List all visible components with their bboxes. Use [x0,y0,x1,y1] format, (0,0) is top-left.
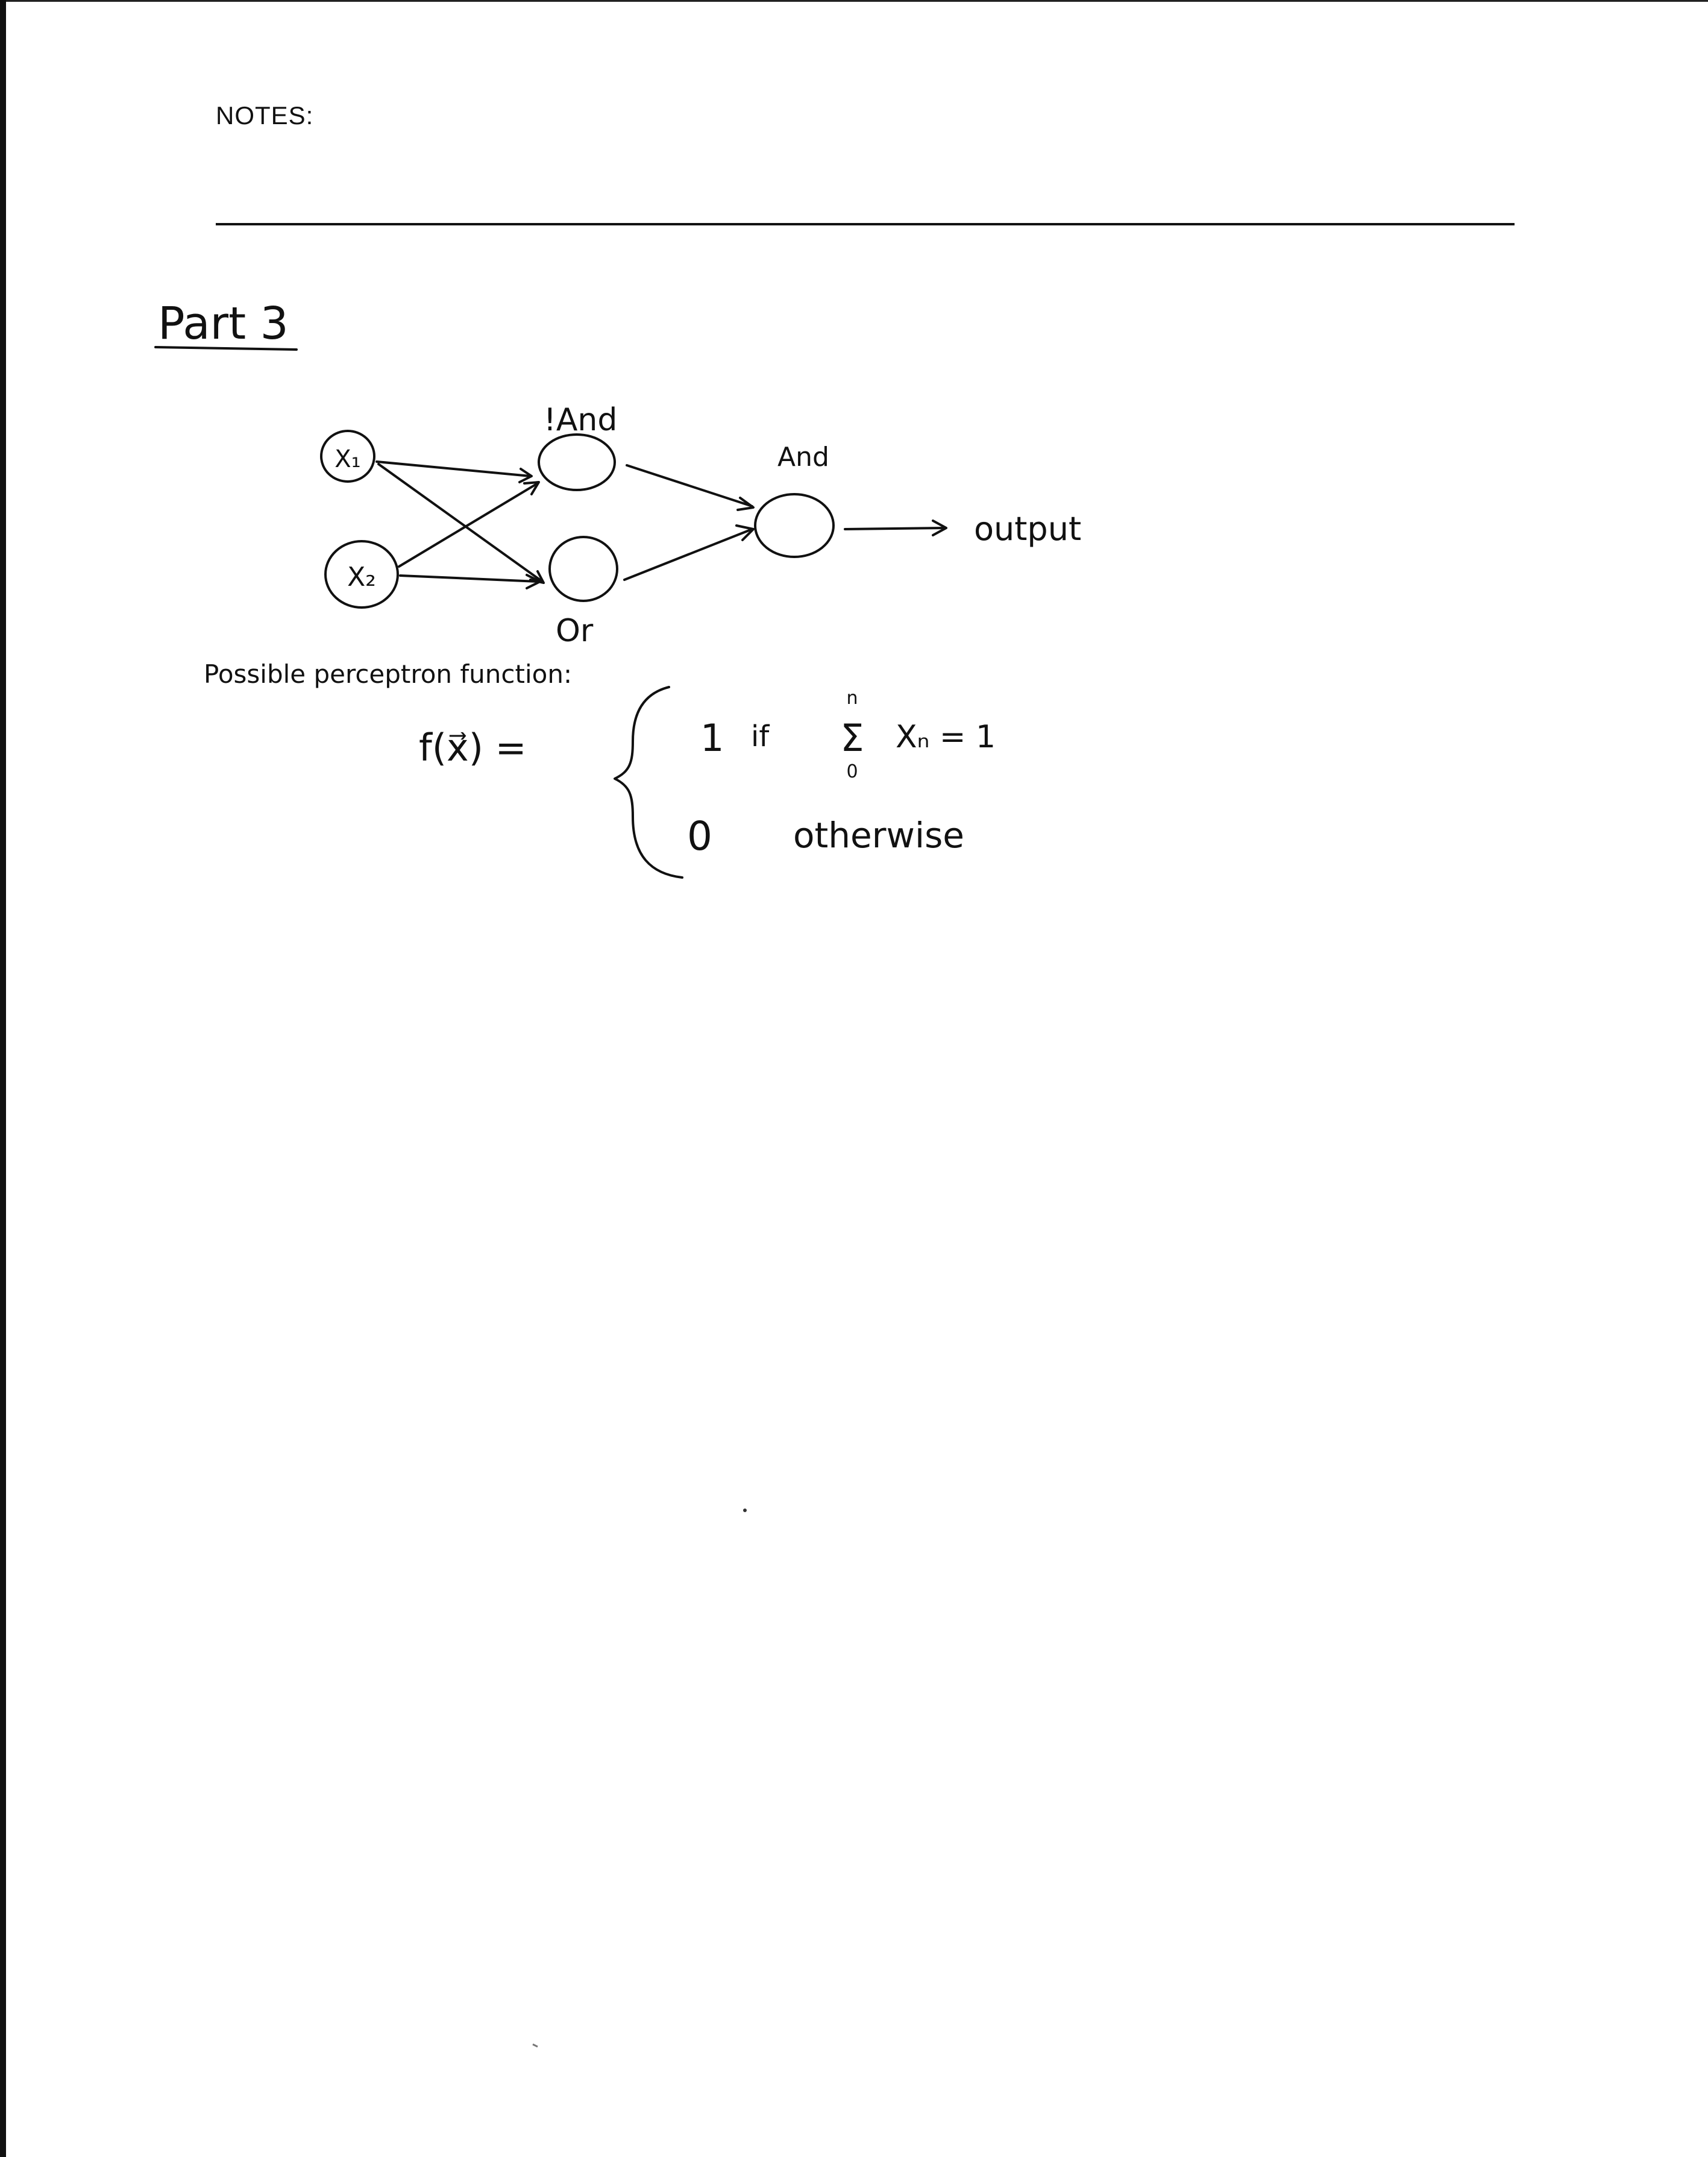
scan-speck [532,2043,538,2048]
edge-nand-and-arrowhead [736,497,755,511]
output-label: output [974,510,1081,548]
sum-upper-limit: n [846,688,858,709]
edge-output [844,527,946,530]
case2-value: 0 [687,813,712,859]
section-title-underline [154,346,298,351]
input-node-x1: X₁ [320,430,375,483]
edge-x1-or [377,463,544,583]
sum-term: Xₙ = 1 [896,719,996,755]
edge-nand-and [626,464,753,507]
output-node-and-label: And [777,442,829,473]
piecewise-brace [614,686,683,879]
edge-or-and [623,528,753,581]
input-node-x1-label: X₁ [334,445,360,473]
edge-x2-nand-arrowhead [523,481,540,495]
edge-x2-or [399,574,540,583]
case1-condition: if [751,720,770,753]
function-lhs: f(x⃗) = [419,726,527,770]
hidden-node-nand-label: !And [544,402,617,438]
network-edges [375,460,947,589]
hidden-node-or: Or [548,536,618,649]
edge-output-arrowhead [932,520,947,536]
sum-lower-limit: 0 [846,761,858,782]
input-node-x2: X₂ [324,540,399,609]
case2-condition: otherwise [793,815,964,856]
scan-top-edge [0,0,1708,2]
edge-x2-nand [398,482,539,568]
output-node-and: And [754,442,835,558]
edge-x2-or-arrowhead [526,574,541,589]
section-title: Part 3 [158,298,289,350]
input-node-x2-label: X₂ [347,562,376,592]
scan-speck [743,1509,747,1512]
hidden-node-or-label: Or [556,613,594,649]
scan-left-edge [0,0,6,2157]
case1-value: 1 [700,716,724,760]
edge-x1-nand-arrowhead [518,468,533,483]
sum-symbol: Σ [840,716,864,760]
edge-x1-nand [375,460,532,477]
notes-divider [216,223,1515,225]
function-caption: Possible perceptron function: [204,659,572,689]
edge-or-and-arrowhead [735,524,755,541]
notes-heading: NOTES: [216,101,314,130]
hidden-node-nand: !And [538,402,617,491]
